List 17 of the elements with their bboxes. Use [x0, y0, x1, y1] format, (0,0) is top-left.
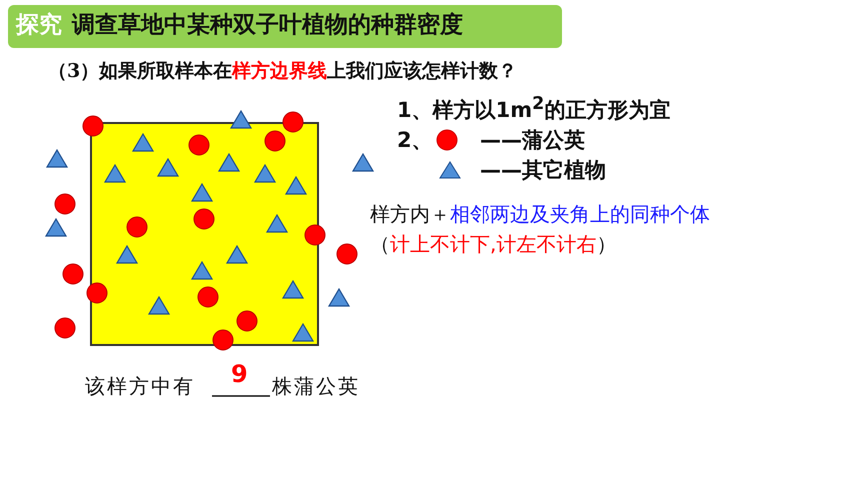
- rule-text: 样方内＋: [370, 202, 450, 226]
- header-tag: 探究: [16, 9, 62, 40]
- question-text: 上我们应该怎样计数？: [327, 60, 518, 82]
- bracket-text: ）: [596, 232, 616, 256]
- answer-text: 该样方中有: [85, 373, 195, 400]
- rule-text: 计上不计下,计左不计右: [390, 232, 596, 256]
- note-text: 1、样方以1m$^{2}$的正方形为宜: [397, 94, 670, 124]
- legend-text: ——其它植物: [480, 157, 606, 184]
- bracket-text: （: [370, 232, 390, 256]
- answer-text: 株蒲公英: [272, 373, 360, 400]
- rule-text: 相邻两边及夹角上的同种个体: [450, 202, 710, 226]
- header-title: 调查草地中某种双子叶植物的种群密度: [72, 10, 463, 40]
- answer-number: 9: [231, 360, 248, 388]
- note-text: 2、: [397, 127, 433, 154]
- question-text: （3）如果所取样本在: [48, 60, 232, 82]
- highlighted-text: 样方边界线: [232, 60, 328, 82]
- legend-text: ——蒲公英: [480, 127, 585, 154]
